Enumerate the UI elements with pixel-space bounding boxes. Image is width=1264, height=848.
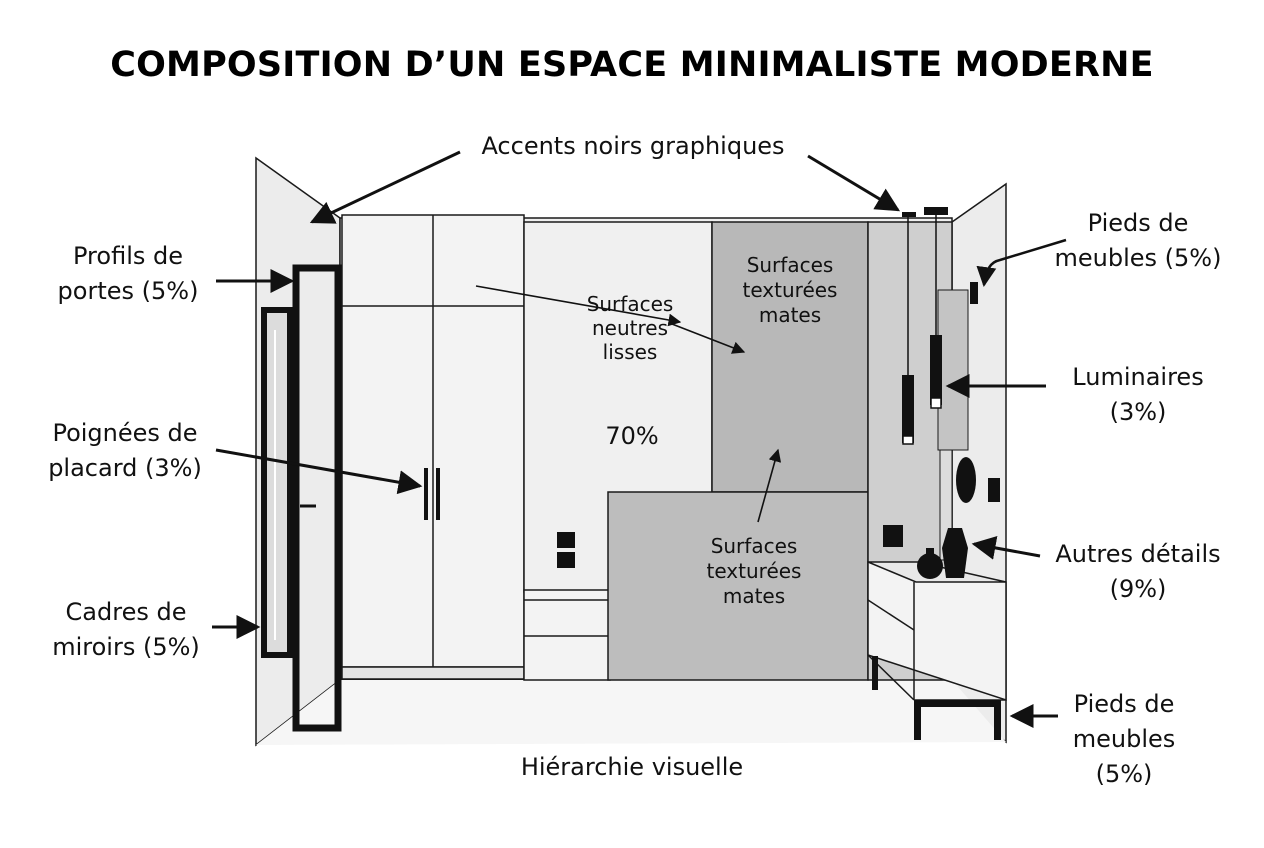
arrow-icon (976, 238, 1067, 287)
black-accents (261, 207, 1001, 740)
arrows (212, 150, 1067, 728)
switch-icon (557, 532, 575, 548)
pieds-top-label: Pieds de (1088, 209, 1189, 237)
pendant-light-icon (902, 375, 914, 443)
pieds-bottom-label: Pieds de (1074, 690, 1175, 718)
svg-text:(9%): (9%) (1110, 575, 1167, 603)
vase-icon (942, 528, 968, 578)
svg-text:texturées: texturées (707, 559, 802, 583)
svg-text:meubles (5%): meubles (5%) (1055, 244, 1222, 272)
texturees-bottom-label: Surfaces (711, 534, 798, 558)
furniture-leg (872, 656, 878, 690)
svg-text:texturées: texturées (743, 278, 838, 302)
svg-text:(5%): (5%) (1096, 760, 1153, 788)
vase-icon (917, 553, 943, 579)
poignees-label: Poignées de (52, 419, 197, 447)
switch-icon (883, 525, 903, 547)
neutres-percent: 70% (605, 422, 658, 450)
texturees-top-label: Surfaces (747, 253, 834, 277)
inner-labels: Surfaces neutres lisses 70% Surfaces tex… (587, 253, 838, 608)
textured-panel-top (711, 221, 869, 493)
footer-label: Hiérarchie visuelle (521, 753, 743, 781)
svg-text:mates: mates (759, 303, 821, 327)
svg-text:placard (3%): placard (3%) (48, 454, 202, 482)
arrow-icon (475, 285, 682, 327)
page-title: COMPOSITION D’UN ESPACE MINIMALISTE MODE… (110, 45, 1154, 85)
arrow-icon (971, 536, 1041, 560)
arrow-icon (215, 448, 423, 495)
handle-icon (424, 468, 428, 520)
profils-label: Profils de (73, 242, 183, 270)
outer-labels: Accents noirs graphiques Profils de port… (48, 132, 1221, 788)
svg-text:(3%): (3%) (1110, 398, 1167, 426)
furniture-leg (994, 700, 1001, 740)
svg-text:portes (5%): portes (5%) (58, 277, 199, 305)
svg-text:neutres: neutres (592, 316, 668, 340)
svg-text:mates: mates (723, 584, 785, 608)
textured-panel-bottom (607, 491, 869, 681)
mirror-frame (261, 307, 293, 658)
arrow-icon (671, 323, 746, 354)
door-profile (292, 264, 342, 732)
svg-text:lisses: lisses (603, 340, 658, 364)
switch-icon (557, 552, 575, 568)
sconce-icon (970, 282, 978, 304)
room-illustration (255, 156, 1007, 747)
arrow-icon (807, 154, 901, 212)
neutres-label: Surfaces (587, 292, 674, 316)
svg-text:meubles: meubles (1073, 725, 1176, 753)
handle-icon (436, 468, 440, 520)
furniture-leg (914, 700, 921, 740)
luminaires-label: Luminaires (1072, 363, 1203, 391)
accents-label: Accents noirs graphiques (481, 132, 784, 160)
cadres-label: Cadres de (66, 598, 187, 626)
svg-text:miroirs (5%): miroirs (5%) (52, 633, 200, 661)
round-mirror (956, 457, 976, 503)
arrow-icon (757, 448, 782, 523)
pendant-light-icon (930, 335, 942, 405)
autres-label: Autres détails (1055, 540, 1220, 568)
arrow-icon (309, 150, 461, 224)
